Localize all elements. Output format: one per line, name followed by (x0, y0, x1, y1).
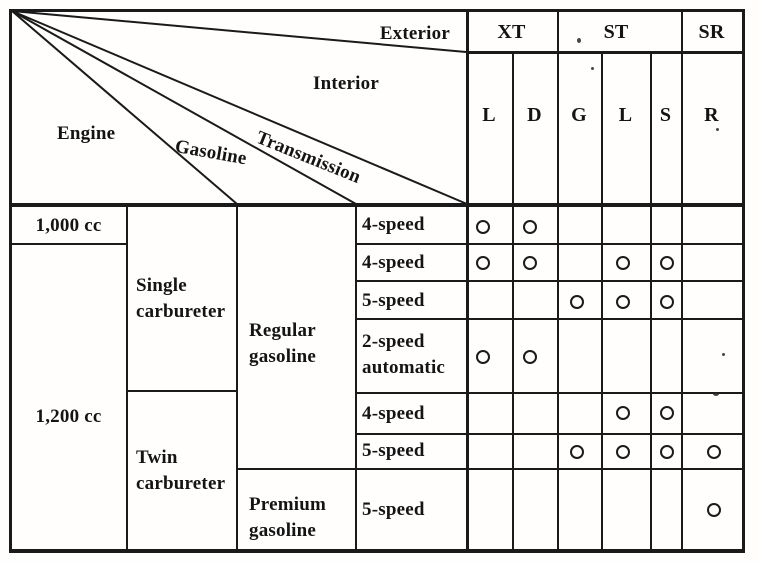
availability-mark-st-l-row5 (616, 406, 630, 420)
engine-cell-1200cc: 1,200 cc (35, 406, 102, 427)
column-header-st-g: G (571, 104, 587, 126)
corner-label-exterior: Exterior (379, 23, 450, 44)
availability-mark-xt-l-row4 (476, 350, 490, 364)
transmission-cell-row1: 4-speed (362, 214, 425, 235)
grid-line (512, 51, 514, 551)
grid-line (601, 51, 603, 551)
scan-speck (722, 353, 725, 356)
grid-line (355, 318, 745, 320)
scan-speck (577, 38, 581, 43)
column-header-xt-l: L (482, 104, 496, 126)
grid-line (466, 51, 743, 54)
column-header-st-l: L (618, 104, 633, 126)
table-border-bottom (9, 549, 745, 553)
table-border-left (9, 9, 12, 553)
corner-label-engine: Engine (57, 123, 116, 144)
availability-mark-st-g-row3 (570, 295, 584, 309)
scan-speck (716, 128, 719, 131)
diagonal-divider-gasoline (11, 10, 238, 205)
diagonal-divider-interior (11, 10, 468, 205)
availability-mark-st-l-row3 (616, 295, 630, 309)
availability-mark-st-s-row2 (660, 256, 674, 270)
column-header-st-s: S (659, 104, 672, 126)
carbureter-cell-twin: Twin carbureter (136, 447, 226, 494)
corner-label-interior: Interior (313, 73, 379, 94)
table-border-top (9, 9, 745, 12)
column-group-xt: XT (497, 21, 526, 43)
availability-mark-xt-l-row2 (476, 256, 490, 270)
gasoline-cell-premium: Premium gasoline (249, 494, 327, 541)
transmission-cell-row2: 4-speed (362, 252, 425, 273)
availability-mark-st-g-row6 (570, 445, 584, 459)
availability-mark-st-s-row6 (660, 445, 674, 459)
diagonal-divider-exterior (11, 10, 467, 53)
scan-speck (713, 392, 719, 396)
transmission-cell-row7: 5-speed (362, 499, 425, 520)
availability-mark-sr-r-row6 (707, 445, 721, 459)
transmission-cell-row3: 5-speed (362, 290, 425, 311)
column-header-sr-r: R (704, 104, 719, 126)
engine-cell-1000cc: 1,000 cc (35, 215, 102, 236)
column-group-sr: SR (698, 21, 725, 43)
transmission-cell-row4: 2-speed automatic (362, 331, 446, 378)
gasoline-cell-regular: Regular gasoline (249, 320, 317, 367)
column-header-xt-d: D (527, 104, 542, 126)
grid-line (355, 280, 745, 282)
grid-line (236, 468, 745, 470)
grid-line (355, 433, 745, 435)
grid-line (126, 205, 128, 551)
availability-mark-xt-d-row2 (523, 256, 537, 270)
availability-mark-xt-d-row4 (523, 350, 537, 364)
grid-line (126, 390, 238, 392)
scan-speck (591, 67, 594, 70)
column-group-st: ST (603, 21, 629, 43)
carbureter-cell-single: Single carbureter (136, 275, 226, 322)
availability-mark-xt-d-row1 (523, 220, 537, 234)
grid-line (355, 243, 745, 245)
transmission-cell-row6: 5-speed (362, 440, 425, 461)
grid-line (236, 205, 238, 551)
availability-mark-st-s-row5 (660, 406, 674, 420)
availability-mark-st-s-row3 (660, 295, 674, 309)
grid-line (650, 51, 652, 551)
transmission-cell-row5: 4-speed (362, 403, 425, 424)
grid-line (355, 205, 357, 551)
availability-mark-st-l-row2 (616, 256, 630, 270)
availability-mark-sr-r-row7 (707, 503, 721, 517)
grid-line (355, 392, 745, 394)
grid-line-header-bottom (9, 203, 745, 207)
diagonal-divider-transmission (11, 10, 357, 205)
grid-line (9, 243, 128, 245)
availability-mark-xt-l-row1 (476, 220, 490, 234)
availability-mark-st-l-row6 (616, 445, 630, 459)
